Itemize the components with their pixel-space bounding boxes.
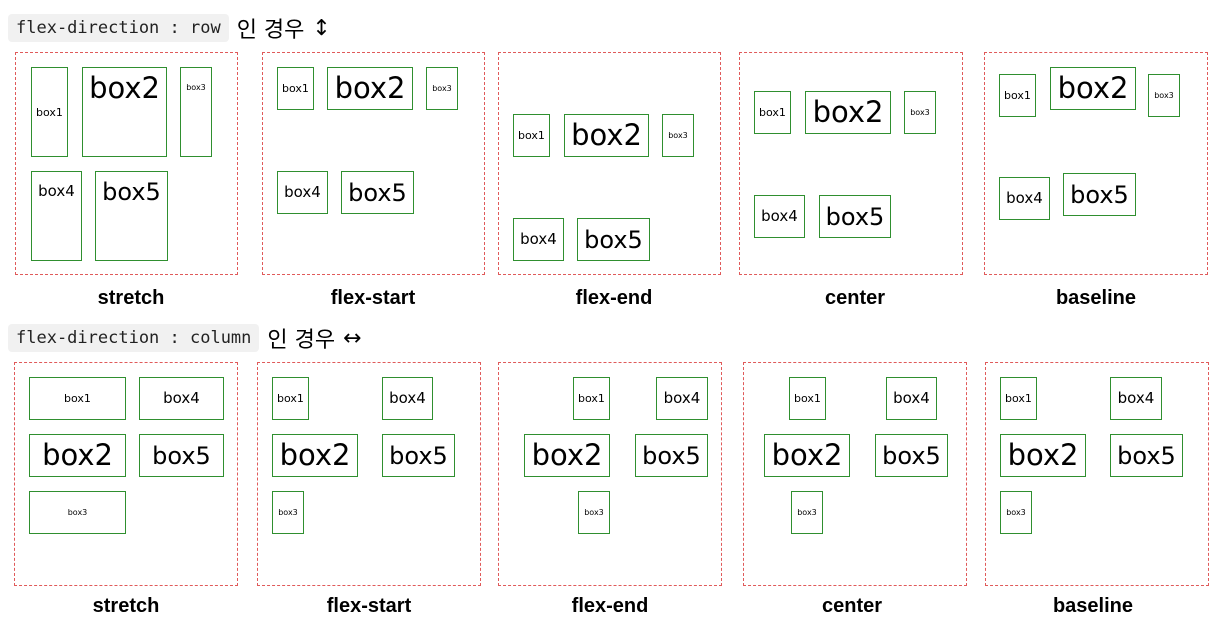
box3: box3 [29, 491, 126, 534]
box5: box5 [341, 171, 414, 214]
column-caption-flex-end: flex-end [571, 595, 649, 617]
box1: box1 [277, 67, 314, 110]
box2: box2 [82, 67, 167, 157]
row-caption-flex-start: flex-start [330, 287, 416, 309]
column-caption-flex-start: flex-start [326, 595, 412, 617]
box2: box2 [564, 114, 649, 157]
column-caption-center: center [821, 595, 883, 617]
row-panel-stretch: box1 box2 box3 box4 box5 [15, 52, 238, 275]
horizontal-arrow-icon: ↔ [343, 325, 362, 351]
column-panel-flex-end: box1 box2 box3 box4 box5 [498, 362, 722, 586]
column-caption-stretch: stretch [92, 595, 160, 617]
column-panel-baseline: box1 box2 box3 box4 box5 [985, 362, 1209, 586]
column-heading: flex-direction : column 인 경우 ↔ [8, 322, 362, 354]
box1: box1 [754, 91, 791, 134]
row-caption-flex-end: flex-end [575, 287, 653, 309]
box2: box2 [272, 434, 358, 477]
row-panel-center: box1 box2 box3 box4 box5 [739, 52, 963, 275]
box2: box2 [764, 434, 850, 477]
box1: box1 [513, 114, 550, 157]
box4: box4 [513, 218, 564, 261]
box4: box4 [656, 377, 708, 420]
vertical-arrow-icon: ↕ [312, 15, 331, 41]
box4: box4 [754, 195, 805, 238]
box5: box5 [635, 434, 708, 477]
box1: box1 [999, 74, 1036, 117]
box5: box5 [1110, 434, 1183, 477]
box3: box3 [426, 67, 458, 110]
box3: box3 [1000, 491, 1032, 534]
box4: box4 [886, 377, 937, 420]
box4: box4 [1110, 377, 1162, 420]
box2: box2 [1000, 434, 1086, 477]
box1: box1 [272, 377, 309, 420]
row-heading-text: 인 경우 [236, 18, 305, 43]
row-caption-stretch: stretch [97, 287, 165, 309]
box2: box2 [524, 434, 610, 477]
row-caption-center: center [824, 287, 886, 309]
box1: box1 [29, 377, 126, 420]
box4: box4 [999, 177, 1050, 220]
row-heading: flex-direction : row 인 경우 ↕ [8, 12, 331, 44]
row-panel-baseline: box1 box2 box3 box4 box5 [984, 52, 1208, 275]
box5: box5 [139, 434, 224, 477]
column-heading-text: 인 경우 [267, 328, 336, 353]
box3: box3 [662, 114, 694, 157]
column-heading-code: flex-direction : column [8, 324, 260, 352]
column-panel-center: box1 box2 box3 box4 box5 [743, 362, 967, 586]
box2: box2 [1050, 67, 1136, 110]
box3: box3 [904, 91, 936, 134]
box4: box4 [382, 377, 433, 420]
column-caption-baseline: baseline [1052, 595, 1134, 617]
box1: box1 [1000, 377, 1037, 420]
box1: box1 [573, 377, 610, 420]
box3: box3 [272, 491, 304, 534]
box3: box3 [180, 67, 212, 157]
box5: box5 [382, 434, 455, 477]
box5: box5 [819, 195, 891, 238]
box3: box3 [1148, 74, 1180, 117]
box4: box4 [31, 171, 82, 261]
box1: box1 [789, 377, 826, 420]
box1: box1 [31, 67, 68, 157]
box2: box2 [805, 91, 891, 134]
row-caption-baseline: baseline [1055, 287, 1137, 309]
row-panel-flex-start: box1 box2 box3 box4 box5 [262, 52, 485, 275]
box5: box5 [1063, 173, 1136, 216]
box4: box4 [277, 171, 328, 214]
row-heading-code: flex-direction : row [8, 14, 229, 42]
box3: box3 [791, 491, 823, 534]
box3: box3 [578, 491, 610, 534]
row-panel-flex-end: box1 box2 box3 box4 box5 [498, 52, 721, 275]
column-panel-flex-start: box1 box2 box3 box4 box5 [257, 362, 481, 586]
box5: box5 [875, 434, 948, 477]
box4: box4 [139, 377, 224, 420]
box2: box2 [29, 434, 126, 477]
box5: box5 [577, 218, 650, 261]
column-panel-stretch: box1 box2 box3 box4 box5 [14, 362, 238, 586]
box2: box2 [327, 67, 413, 110]
box5: box5 [95, 171, 168, 261]
